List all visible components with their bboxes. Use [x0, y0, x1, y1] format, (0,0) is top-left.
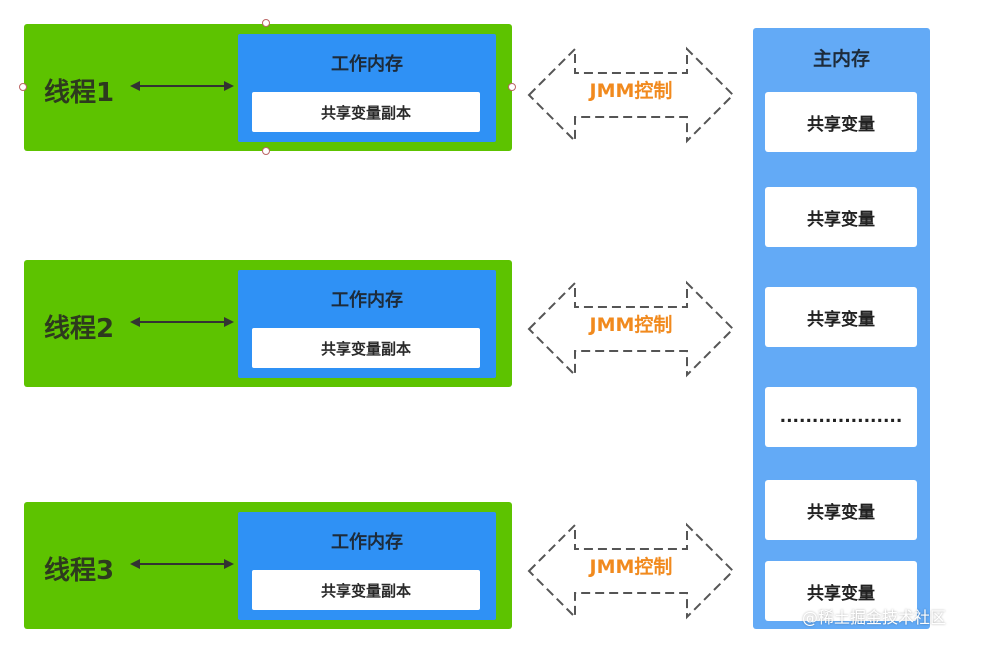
jmm-control-arrow-2: JMM控制: [526, 280, 736, 378]
shared-variable: 共享变量: [765, 287, 917, 347]
thread-2-label: 线程2: [44, 314, 115, 344]
thread-1-box: 线程1 工作内存 共享变量副本: [24, 24, 512, 151]
selection-handle-left[interactable]: [19, 83, 27, 91]
jmm-control-label: JMM控制: [589, 314, 673, 336]
thread-1-label: 线程1: [44, 78, 115, 108]
working-memory-title: 工作内存: [331, 532, 403, 553]
thread-3-double-arrow-icon: [130, 559, 234, 569]
selection-handle-bottom[interactable]: [262, 147, 270, 155]
ellipsis-placeholder: ...................: [765, 387, 917, 447]
jmm-control-label: JMM控制: [589, 556, 673, 578]
thread-1-double-arrow-icon: [130, 81, 234, 91]
main-memory-panel: 主内存 共享变量 共享变量 共享变量 ................... 共…: [753, 28, 930, 629]
thread-3-box: 线程3 工作内存 共享变量副本: [24, 502, 512, 629]
working-memory-title: 工作内存: [331, 290, 403, 311]
thread-3-working-memory: 工作内存 共享变量副本: [238, 512, 496, 620]
thread-2-working-memory: 工作内存 共享变量副本: [238, 270, 496, 378]
jmm-control-arrow-3: JMM控制: [526, 522, 736, 620]
watermark: @稀土掘金技术社区: [802, 608, 947, 627]
selection-handle-right[interactable]: [508, 83, 516, 91]
shared-variable: 共享变量: [765, 561, 917, 621]
working-memory-title: 工作内存: [331, 54, 403, 75]
jmm-control-label: JMM控制: [589, 80, 673, 102]
shared-variable: 共享变量: [765, 480, 917, 540]
shared-variable: 共享变量: [765, 92, 917, 152]
shared-variable-copy: 共享变量副本: [252, 570, 480, 610]
shared-variable: 共享变量: [765, 187, 917, 247]
thread-3-label: 线程3: [44, 556, 115, 586]
thread-2-double-arrow-icon: [130, 317, 234, 327]
selection-handle-top[interactable]: [262, 19, 270, 27]
jmm-control-arrow-1: JMM控制: [526, 46, 736, 144]
shared-variable-copy: 共享变量副本: [252, 92, 480, 132]
thread-1-working-memory: 工作内存 共享变量副本: [238, 34, 496, 142]
thread-2-box: 线程2 工作内存 共享变量副本: [24, 260, 512, 387]
shared-variable-copy: 共享变量副本: [252, 328, 480, 368]
main-memory-title: 主内存: [812, 48, 870, 70]
